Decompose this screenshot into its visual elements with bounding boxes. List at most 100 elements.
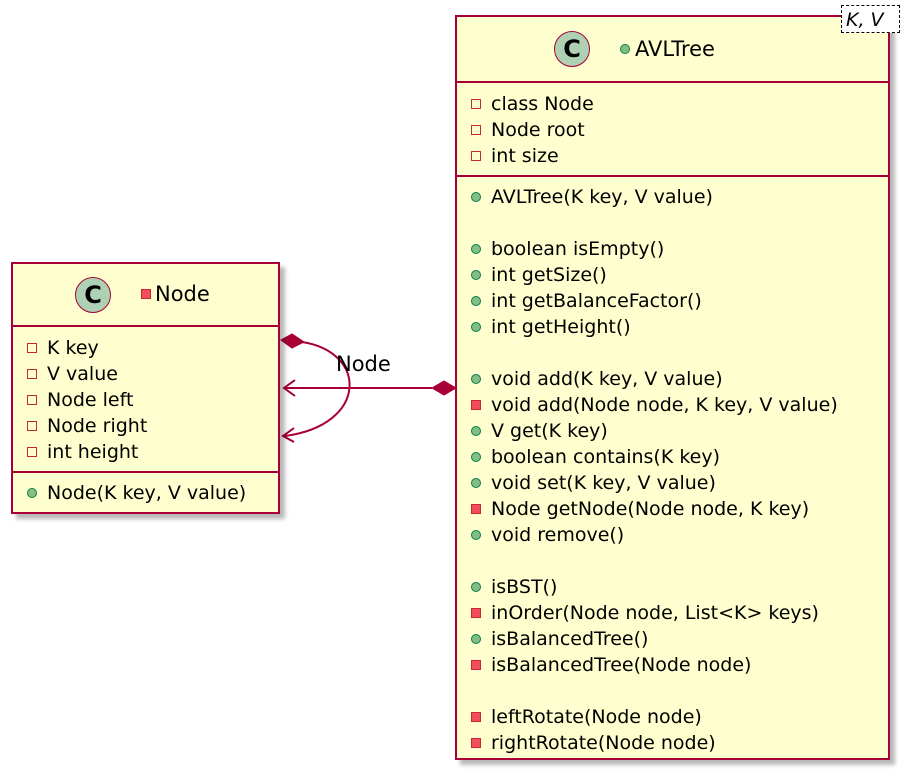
- member-row: isBST(): [471, 574, 888, 600]
- member-text: V value: [47, 363, 118, 385]
- member-row: Node getNode(Node node, K key): [471, 496, 888, 522]
- private-visibility-icon: [471, 660, 481, 670]
- member-row: leftRotate(Node node): [471, 704, 888, 730]
- member-separator: [471, 210, 888, 236]
- member-text: Node left: [47, 389, 134, 411]
- self-composition-arrowhead: [281, 427, 295, 443]
- private-visibility-icon: [471, 608, 481, 618]
- private-visibility-icon: [27, 447, 37, 457]
- member-text: Node(K key, V value): [47, 482, 247, 504]
- member-row: isBalancedTree(): [471, 626, 888, 652]
- member-row: void remove(): [471, 522, 888, 548]
- private-visibility-icon: [27, 395, 37, 405]
- member-row: Node root: [471, 117, 888, 143]
- member-row: int size: [471, 143, 888, 169]
- member-row: Node right: [27, 413, 278, 439]
- member-text: int getHeight(): [491, 316, 631, 338]
- private-visibility-icon: [141, 289, 151, 299]
- member-text: boolean isEmpty(): [491, 238, 665, 260]
- member-text: class Node: [491, 93, 594, 115]
- member-text: void add(Node node, K key, V value): [491, 394, 838, 416]
- member-row: V get(K key): [471, 418, 888, 444]
- member-row: int getHeight(): [471, 314, 888, 340]
- member-text: int size: [491, 145, 559, 167]
- public-visibility-icon: [471, 270, 481, 280]
- public-visibility-icon: [471, 478, 481, 488]
- member-row: int getBalanceFactor(): [471, 288, 888, 314]
- member-separator: [471, 548, 888, 574]
- member-text: K key: [47, 337, 99, 359]
- public-visibility-icon: [471, 374, 481, 384]
- avltree-class-title: AVLTree: [620, 37, 715, 61]
- member-text: int height: [47, 441, 139, 463]
- self-composition-diamond: [280, 333, 305, 349]
- member-row: void set(K key, V value): [471, 470, 888, 496]
- member-row: V value: [27, 361, 278, 387]
- private-visibility-icon: [27, 343, 37, 353]
- composition-arrowhead: [282, 379, 296, 397]
- member-row: class Node: [471, 91, 888, 117]
- relation-label: Node: [336, 352, 391, 376]
- private-visibility-icon: [471, 99, 481, 109]
- member-text: int getSize(): [491, 264, 607, 286]
- member-text: leftRotate(Node node): [491, 706, 702, 728]
- member-row: inOrder(Node node, List<K> keys): [471, 600, 888, 626]
- public-visibility-icon: [27, 488, 37, 498]
- member-text: void add(K key, V value): [491, 368, 723, 390]
- member-row: void add(Node node, K key, V value): [471, 392, 888, 418]
- member-row: AVLTree(K key, V value): [471, 184, 888, 210]
- public-visibility-icon: [471, 426, 481, 436]
- private-visibility-icon: [471, 400, 481, 410]
- member-text: rightRotate(Node node): [491, 732, 716, 754]
- member-text: void remove(): [491, 524, 625, 546]
- public-visibility-icon: [471, 452, 481, 462]
- member-row: Node(K key, V value): [27, 480, 278, 506]
- member-row: void add(K key, V value): [471, 366, 888, 392]
- member-text: int getBalanceFactor(): [491, 290, 702, 312]
- member-row: isBalancedTree(Node node): [471, 652, 888, 678]
- node-class-name: Node: [155, 282, 210, 306]
- member-text: isBalancedTree(): [491, 628, 649, 650]
- public-visibility-icon: [471, 530, 481, 540]
- private-visibility-icon: [27, 421, 37, 431]
- private-visibility-icon: [471, 738, 481, 748]
- member-row: boolean isEmpty(): [471, 236, 888, 262]
- member-text: inOrder(Node node, List<K> keys): [491, 602, 819, 624]
- member-text: AVLTree(K key, V value): [491, 186, 713, 208]
- member-separator: [471, 678, 888, 704]
- member-row: int getSize(): [471, 262, 888, 288]
- public-visibility-icon: [471, 322, 481, 332]
- private-visibility-icon: [471, 504, 481, 514]
- member-row: rightRotate(Node node): [471, 730, 888, 756]
- member-row: K key: [27, 335, 278, 361]
- public-visibility-icon: [471, 244, 481, 254]
- member-separator: [471, 340, 888, 366]
- avltree-methods-section: AVLTree(K key, V value) boolean isEmpty()…: [457, 175, 888, 756]
- node-class-title: Node: [141, 282, 210, 306]
- private-visibility-icon: [471, 712, 481, 722]
- avltree-class-header: C AVLTree: [457, 17, 888, 83]
- member-row: Node left: [27, 387, 278, 413]
- member-text: void set(K key, V value): [491, 472, 716, 494]
- member-text: isBST(): [491, 576, 558, 598]
- member-text: isBalancedTree(Node node): [491, 654, 752, 676]
- public-visibility-icon: [471, 582, 481, 592]
- class-icon: C: [554, 31, 590, 67]
- public-visibility-icon: [471, 296, 481, 306]
- member-text: V get(K key): [491, 420, 608, 442]
- member-row: boolean contains(K key): [471, 444, 888, 470]
- class-icon: C: [75, 277, 111, 313]
- node-class-header: C Node: [13, 264, 278, 327]
- public-visibility-icon: [620, 44, 630, 54]
- public-visibility-icon: [471, 192, 481, 202]
- node-methods-section: Node(K key, V value): [13, 471, 278, 506]
- private-visibility-icon: [471, 125, 481, 135]
- private-visibility-icon: [27, 369, 37, 379]
- private-visibility-icon: [471, 151, 481, 161]
- member-text: Node root: [491, 119, 585, 141]
- member-text: Node getNode(Node node, K key): [491, 498, 810, 520]
